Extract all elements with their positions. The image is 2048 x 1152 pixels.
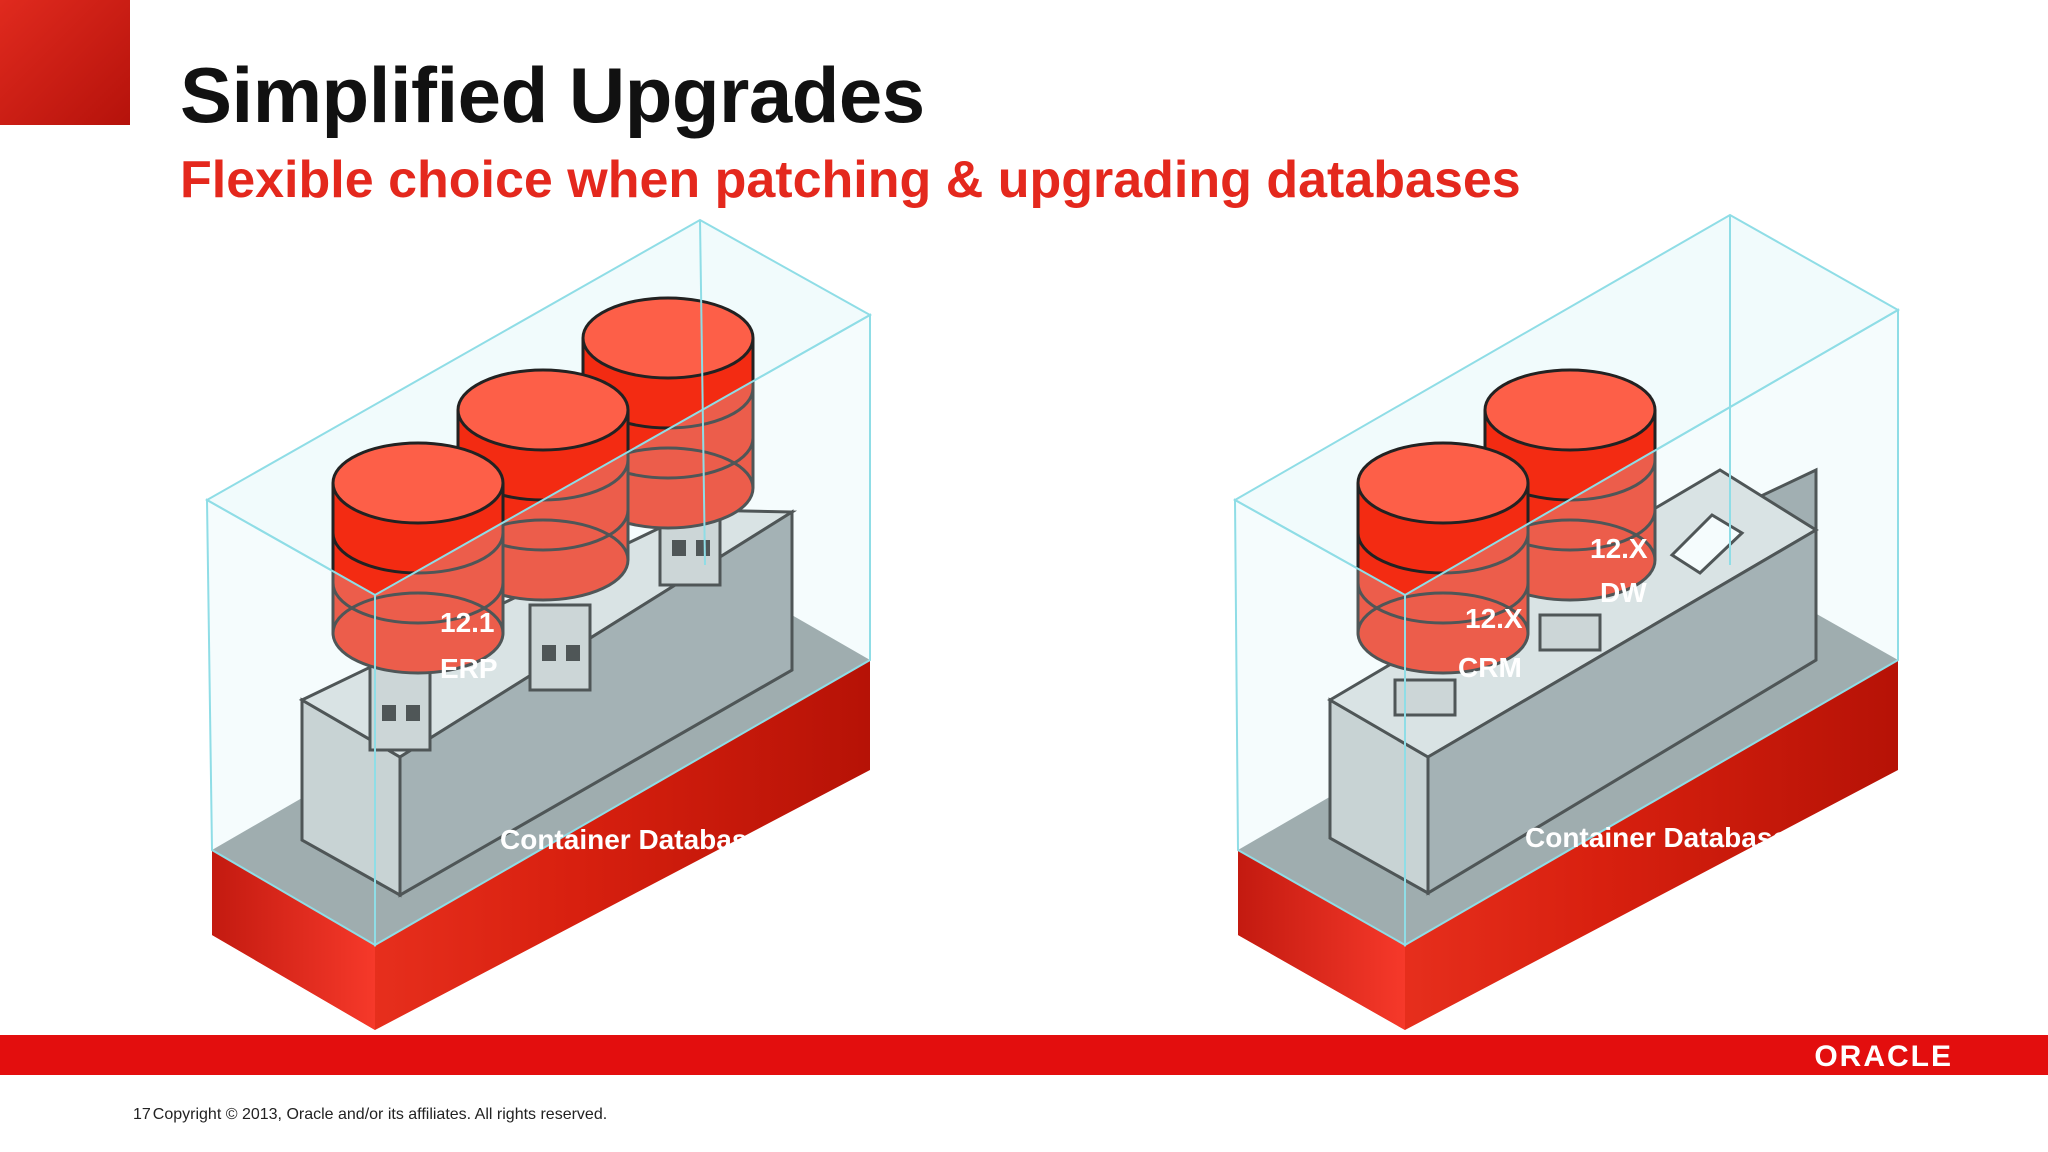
slide-subtitle: Flexible choice when patching & upgradin…	[180, 151, 1521, 209]
footer-bar	[0, 1035, 2048, 1075]
right-db1-name: CRM	[1458, 652, 1522, 683]
corner-accent-block	[0, 0, 130, 125]
page-number: 17	[133, 1106, 151, 1123]
left-cdb-diagram: 12.1 ERP Container Database	[204, 218, 873, 1030]
slide-title: Simplified Upgrades	[180, 51, 925, 139]
right-empty-slot	[1669, 513, 1745, 575]
left-db-name: ERP	[440, 653, 498, 684]
left-db-version: 12.1	[440, 607, 495, 638]
left-container-label: Container Database	[500, 824, 763, 855]
copyright-text: Copyright © 2013, Oracle and/or its affi…	[152, 1106, 608, 1123]
right-db2-name: DW	[1600, 577, 1647, 608]
right-container-label: Container Database	[1525, 822, 1788, 853]
right-db2-version: 12.X	[1590, 533, 1648, 564]
right-cdb-diagram: 12.X DW 12.X CRM Container Database	[1232, 213, 1901, 1030]
right-db1-version: 12.X	[1465, 603, 1523, 634]
oracle-logo: ORACLE	[1814, 1040, 1953, 1073]
